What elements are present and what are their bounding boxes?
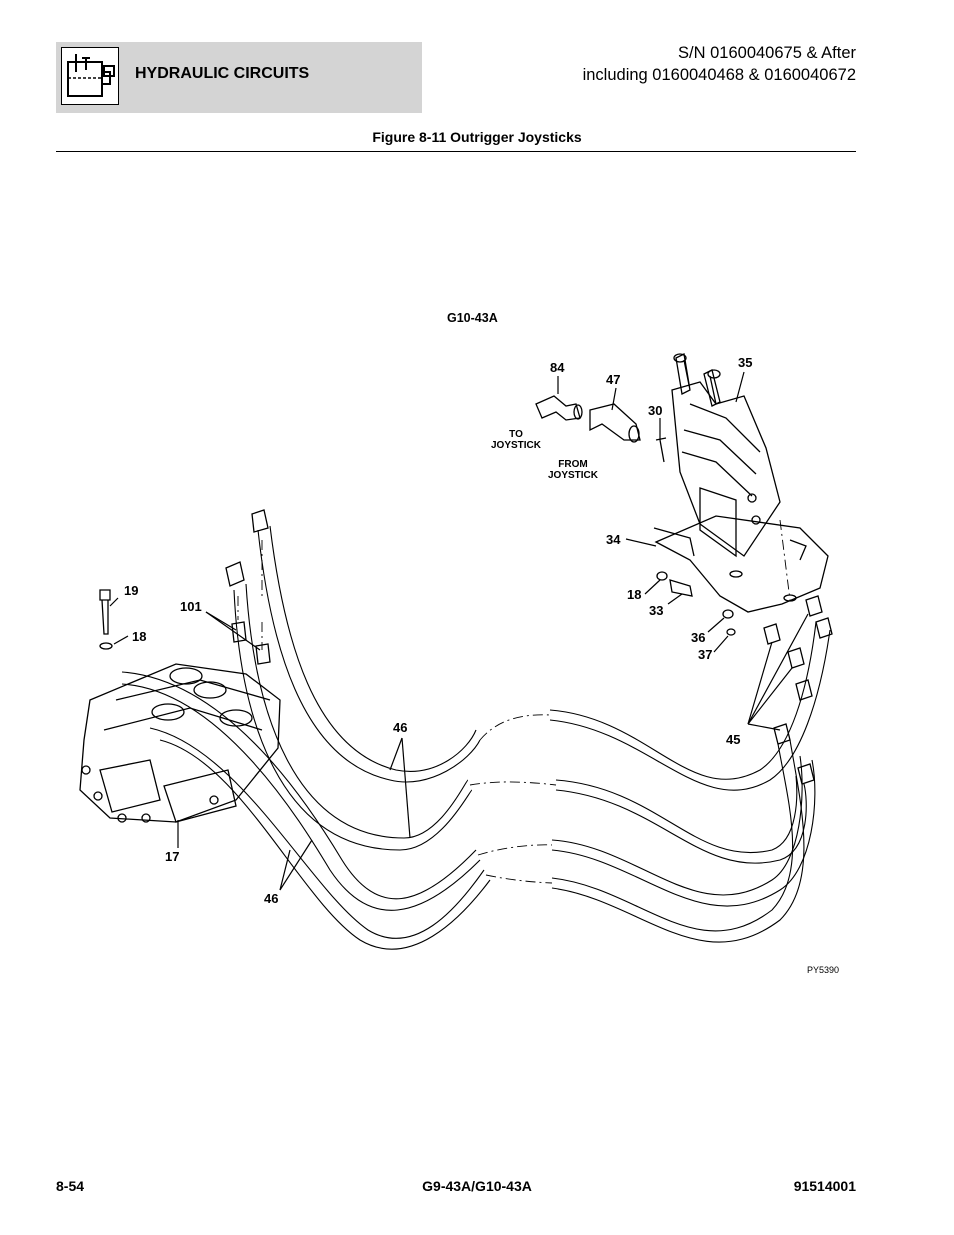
- footer-model: G9-43A/G10-43A: [422, 1178, 532, 1194]
- serial-line-2: including 0160040468 & 0160040672: [582, 66, 856, 84]
- fitting-84: [535, 395, 583, 421]
- callout-84: 84: [550, 360, 565, 375]
- callout-18-valve: 18: [132, 629, 146, 644]
- serial-number-range: S/N 0160040675 & After including 0160040…: [583, 42, 856, 86]
- port-notes: TO JOYSTICK FROM JOYSTICK: [491, 429, 599, 481]
- page-number: 8-54: [56, 1178, 85, 1194]
- callout-46-lower: 46: [264, 891, 278, 906]
- bolt-19: [99, 589, 113, 650]
- header-divider: [56, 151, 856, 152]
- hose-break-lines: [237, 519, 791, 884]
- callout-18-joystick: 18: [627, 587, 641, 602]
- model-label: G10-43A: [447, 311, 498, 325]
- callout-34: 34: [606, 532, 621, 547]
- callout-36: 36: [691, 630, 705, 645]
- callout-101: 101: [180, 599, 202, 614]
- callout-35: 35: [738, 355, 752, 370]
- hydraulic-reservoir-icon: [61, 47, 119, 105]
- figure-id: PY5390: [807, 965, 839, 975]
- callout-labels: 84 47 35 30 34 18 33 36 37 45 19 18 101 …: [124, 355, 752, 906]
- callout-47: 47: [606, 372, 620, 387]
- note-to-line1: TO: [509, 429, 523, 440]
- callout-30: 30: [648, 403, 662, 418]
- callout-37: 37: [698, 647, 712, 662]
- callout-17: 17: [165, 849, 179, 864]
- fitting-47: [589, 403, 641, 443]
- fitting-101: [225, 509, 271, 665]
- note-to-line2: JOYSTICK: [491, 440, 542, 451]
- hoses: [121, 525, 831, 950]
- leader-lines: [109, 371, 809, 891]
- mounting-plate: [653, 515, 829, 613]
- callout-33: 33: [649, 603, 663, 618]
- small-hardware: [655, 437, 736, 636]
- section-title: HYDRAULIC CIRCUITS: [135, 65, 310, 82]
- note-from-line2: JOYSTICK: [548, 470, 599, 481]
- footer-part-number: 91514001: [793, 1178, 856, 1194]
- callout-19: 19: [124, 583, 138, 598]
- joystick-assembly: [671, 353, 781, 558]
- figure-title: Figure 8-11 Outrigger Joysticks: [372, 129, 582, 145]
- serial-line-1: S/N 0160040675 & After: [678, 44, 856, 62]
- note-from-line1: FROM: [558, 459, 587, 470]
- callout-45: 45: [726, 732, 740, 747]
- callout-46-upper: 46: [393, 720, 407, 735]
